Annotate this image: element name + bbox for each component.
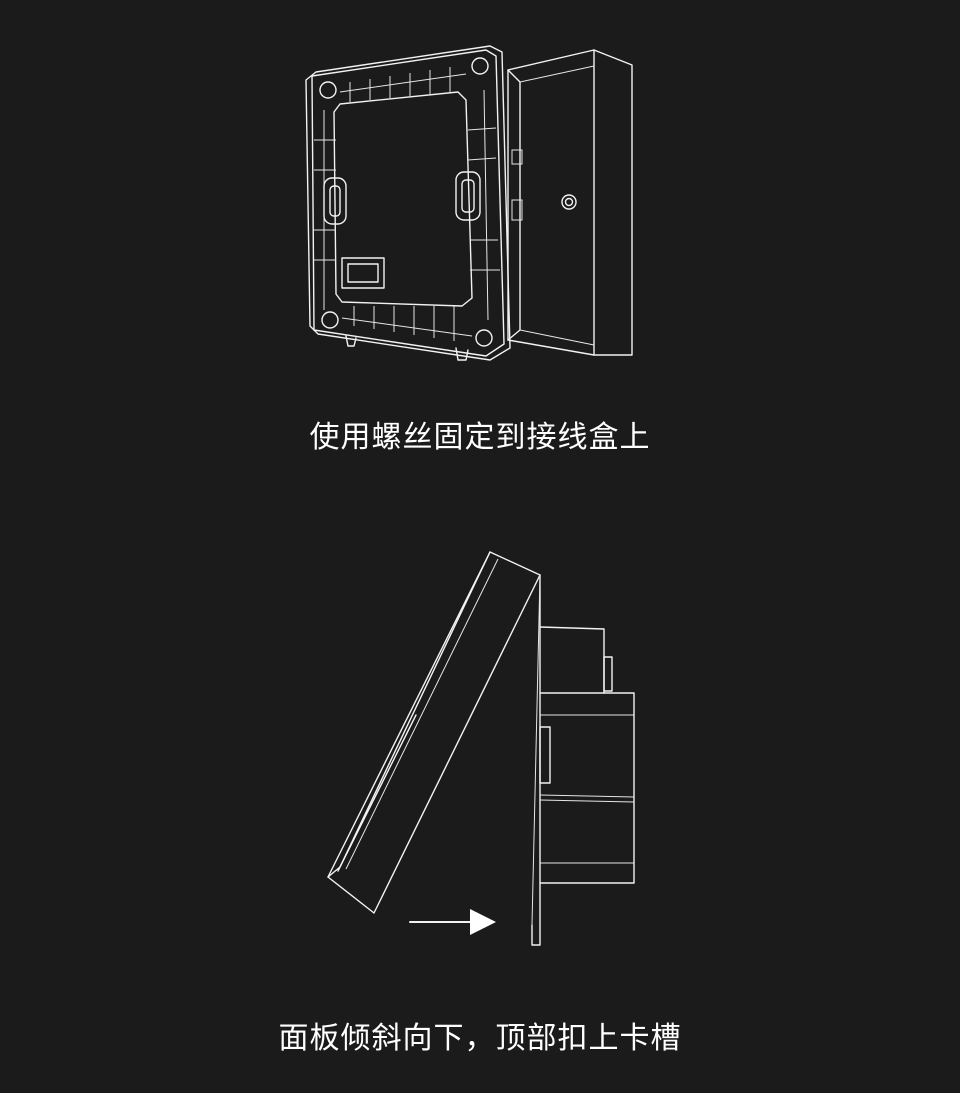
step-1-caption: 使用螺丝固定到接线盒上 [309,420,651,455]
tilted-panel [327,551,541,926]
junction-box [507,49,633,356]
step-2-caption: 面板倾斜向下，顶部扣上卡槽 [278,1021,682,1056]
mount-body [531,574,635,946]
push-arrow [409,909,496,935]
mounting-plate [305,45,511,361]
panel-tilt-svg [327,551,635,946]
mounting-plate-illustration [290,30,650,380]
panel-tilt-illustration [310,545,650,960]
mounting-plate-svg [305,45,633,361]
